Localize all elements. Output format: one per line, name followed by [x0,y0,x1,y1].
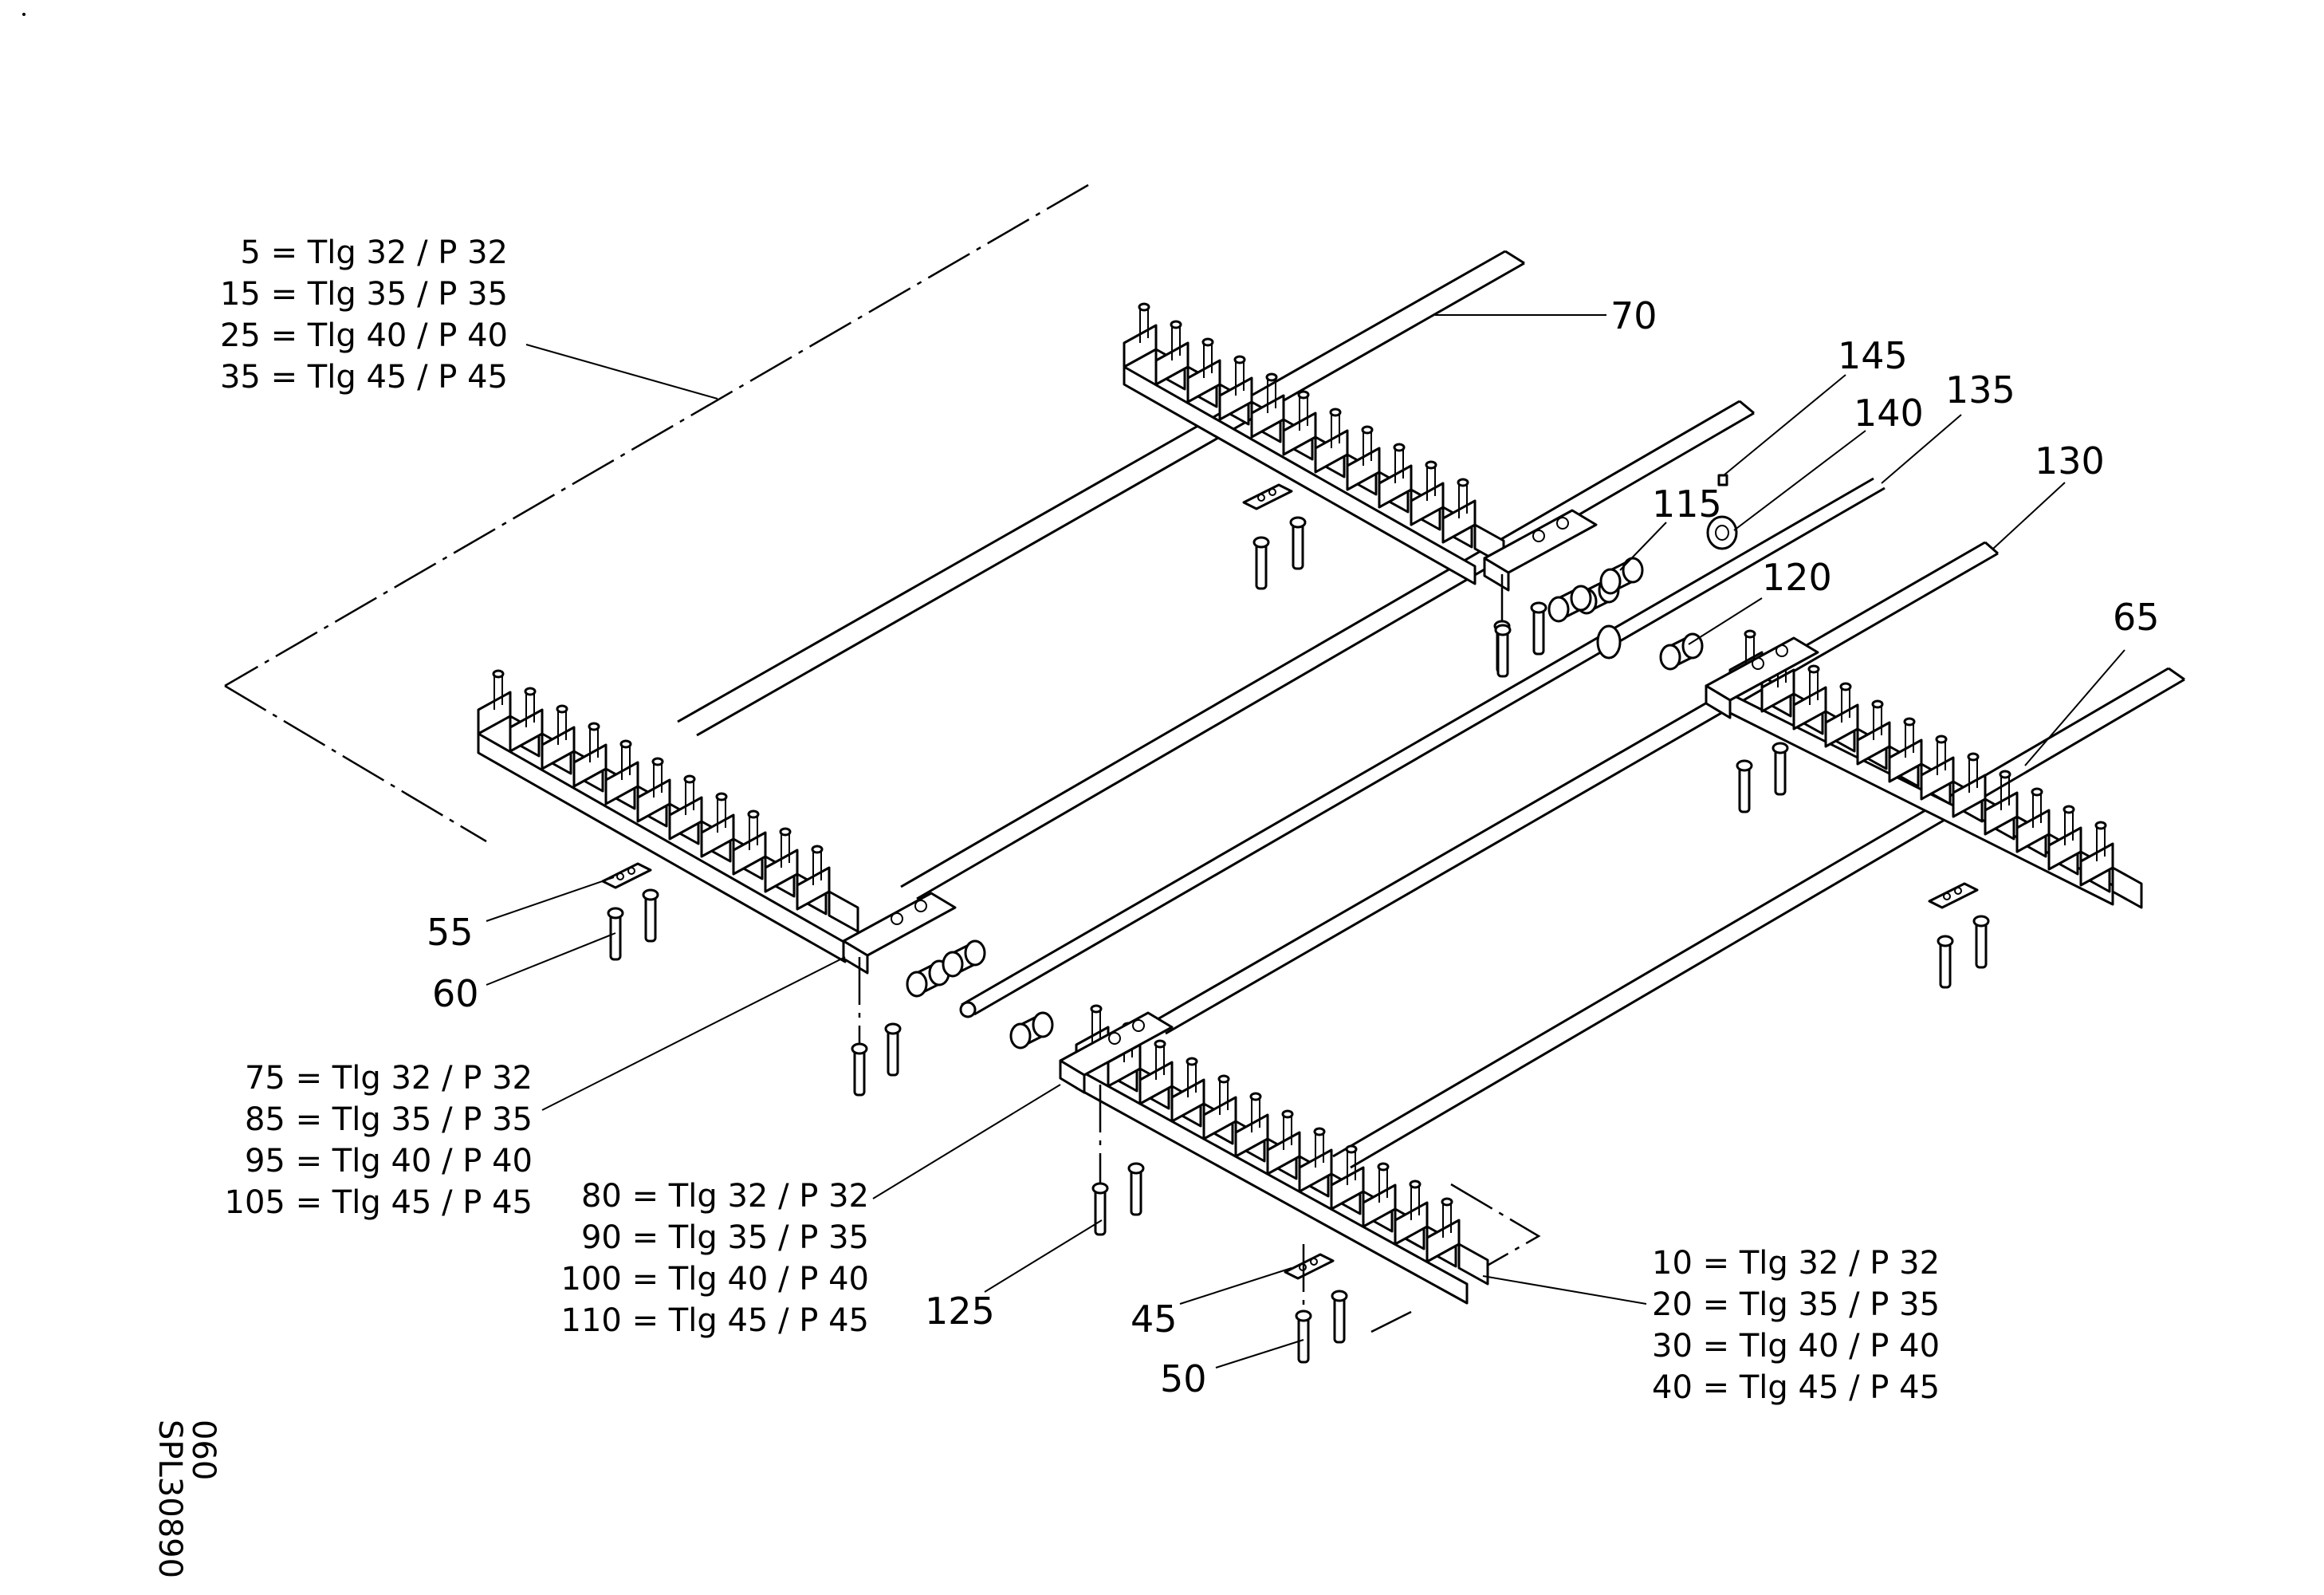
pin [1494,624,1512,678]
clip-plate-55 [601,862,652,889]
pin [884,1022,902,1077]
callout-130: 130 [2035,439,2105,482]
pin [1289,516,1307,570]
shaft-130 [1151,541,1999,1035]
pin [1736,759,1753,813]
callout-125: 125 [925,1290,995,1333]
bushing-115 [1599,557,1644,595]
phantom-outline-left [224,183,1089,843]
table-row: 80 = Tlg 32 / P 32 [581,1178,869,1215]
callout-60: 60 [432,972,479,1015]
assembly-axis [858,574,1504,1312]
table-row: 15 = Tlg 35 / P 35 [220,276,508,313]
table-row: 30 = Tlg 40 / P 40 [1652,1328,1940,1365]
clip-plate [1928,882,1979,909]
bushing-part [1547,585,1592,623]
callout-55: 55 [427,911,474,954]
pin [642,888,659,943]
callout-140: 140 [1854,392,1924,435]
bushing-part [942,939,986,978]
table-row: 75 = Tlg 32 / P 32 [245,1060,533,1097]
phantom-outline-bottom [1370,1183,1541,1333]
nut-140 [1706,515,1738,550]
pin [1252,536,1270,590]
callout-115: 115 [1652,482,1722,526]
table-row: 20 = Tlg 35 / P 35 [1652,1286,1940,1323]
comb-rail-top [1123,302,1505,585]
variant-table-top-left: 5 = Tlg 32 / P 32 15 = Tlg 35 / P 35 25 … [220,234,508,396]
table-row: 40 = Tlg 45 / P 45 [1652,1369,1940,1406]
drawing-id-line2: 060 [185,1420,222,1480]
variant-table-mid-center: 80 = Tlg 32 / P 32 90 = Tlg 35 / P 35 10… [561,1178,869,1339]
table-row: 5 = Tlg 32 / P 32 [240,234,508,271]
callout-50: 50 [1160,1357,1207,1400]
pin [1937,935,1954,989]
bracket-bottom [1059,1011,1174,1094]
callout-70: 70 [1610,294,1657,337]
table-row: 110 = Tlg 45 / P 45 [561,1302,869,1339]
bracket-right [1705,636,1819,719]
table-row: 90 = Tlg 35 / P 35 [581,1219,869,1256]
pin [1127,1162,1145,1216]
clip-plate [1242,483,1293,510]
corner-mark [22,13,26,16]
bushing-part [1009,1011,1054,1050]
pin [1530,601,1547,656]
comb-rail-left [477,669,859,963]
table-row: 85 = Tlg 35 / P 35 [245,1101,533,1138]
comb-rail-bottom [1075,1004,1489,1305]
shaft-135 [959,477,1886,1018]
table-row: 105 = Tlg 45 / P 45 [225,1184,533,1221]
drawing-id-line1: SPL30890 [151,1420,188,1578]
pin-125 [1091,1182,1109,1236]
shaft-65 [1332,667,2185,1169]
callout-45: 45 [1131,1298,1178,1341]
table-row: 95 = Tlg 40 / P 40 [245,1143,533,1180]
callout-135: 135 [1945,368,2015,412]
clip-plate-45 [1284,1253,1335,1280]
table-row: 35 = Tlg 45 / P 45 [220,359,508,396]
pin-50 [1295,1309,1312,1364]
callout-120: 120 [1762,556,1832,599]
variant-table-bottom-right: 10 = Tlg 32 / P 32 20 = Tlg 35 / P 35 30… [1652,1245,1940,1406]
callout-65: 65 [2113,596,2160,639]
table-row: 25 = Tlg 40 / P 40 [220,317,508,354]
comb-rail-right [1728,629,2143,909]
leader-lines [486,314,2125,1369]
callout-145: 145 [1838,334,1908,377]
variant-table-mid-left: 75 = Tlg 32 / P 32 85 = Tlg 35 / P 35 95… [225,1060,533,1221]
table-row: 10 = Tlg 32 / P 32 [1652,1245,1940,1282]
callout-labels: 70 145 140 135 115 130 120 65 55 60 125 … [427,294,2160,1400]
pin [1331,1290,1348,1344]
bracket-left [842,892,957,975]
shaft-75 [900,400,1755,900]
pin [851,1042,868,1097]
drawing-id: SPL30890 060 [151,1420,222,1578]
shaft-70 [677,250,1525,737]
screw-145 [1717,474,1728,486]
pin [1972,915,1990,969]
pin [1772,742,1789,796]
table-row: 100 = Tlg 40 / P 40 [561,1261,869,1298]
